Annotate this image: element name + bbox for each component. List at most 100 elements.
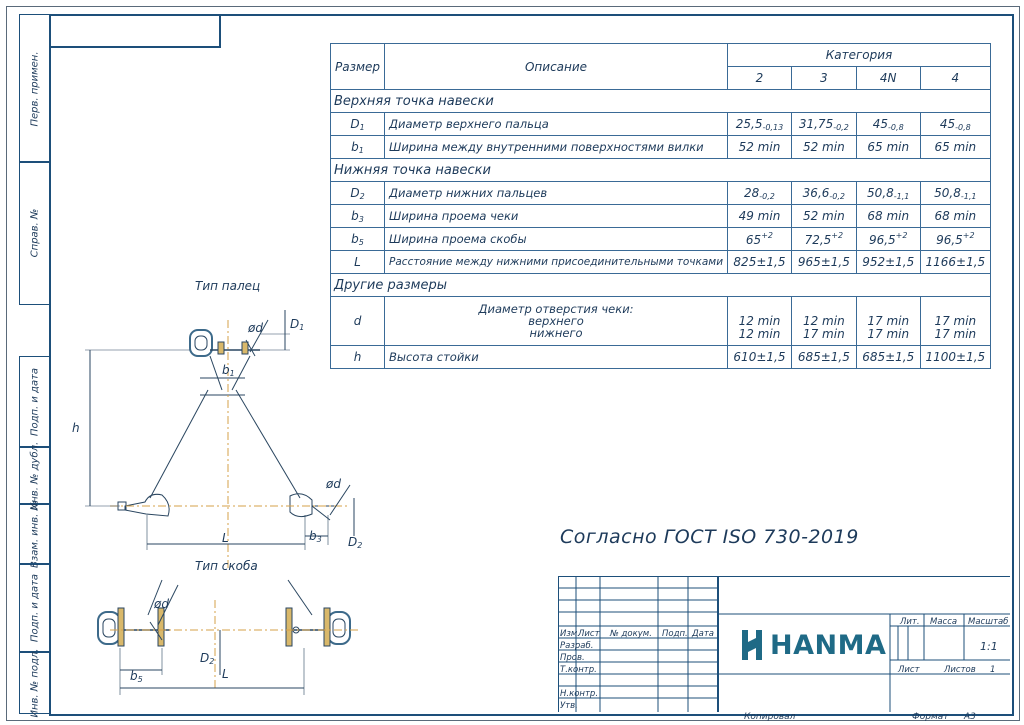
table-row: b1 Ширина между внутренними поверхностям… [329, 135, 992, 159]
stamp-massa: Масса [930, 617, 957, 627]
label-D2-bracket: D2 [200, 651, 214, 666]
cell: 45-0,8 [855, 112, 921, 136]
cat-col: 2 [727, 66, 792, 90]
side-label-perv: Перв. примен. [19, 14, 50, 163]
cell: 25,5-0,13 [727, 112, 792, 136]
cell: 1166±1,5 [919, 250, 992, 274]
cell: 96,5+2 [919, 227, 992, 251]
cell: 52 min [790, 135, 857, 159]
cell: 825±1,5 [727, 250, 792, 274]
title-block: Изм. Лист № докум. Подп. Дата Разраб. Пр… [558, 576, 1010, 712]
spec-table: Размер Описание Категория 2 3 4N 4 Верхн… [329, 43, 992, 369]
row-desc: Расстояние между нижними присоединительн… [384, 250, 729, 274]
label-h: h [72, 421, 80, 435]
cat-col: 3 [790, 66, 857, 90]
label-L-bracket: L [222, 667, 229, 681]
stamp-listov-val: 1 [990, 665, 995, 675]
row-symbol: b5 [329, 227, 386, 251]
bracket-left-lug1 [117, 607, 125, 647]
row-symbol: L [329, 250, 386, 274]
side-label-inv-dubl: Инв. № дубл. [19, 441, 50, 510]
bracket-leg-left [147, 579, 163, 616]
cell: 45-0,8 [919, 112, 992, 136]
bracket-left-clip [149, 621, 163, 641]
format-value: А3 [964, 712, 976, 722]
label-D1: D1 [290, 317, 304, 332]
lower-pin-right [289, 493, 313, 518]
label-L: L [222, 531, 229, 545]
stamp-lit: Лит. [899, 617, 920, 627]
cell: 31,75-0,2 [790, 112, 857, 136]
side-label-inv-podl: Инв. № подл. [19, 648, 50, 717]
hanma-logo-text: HANMA [770, 629, 887, 661]
stamp-prov: Пров. [560, 653, 585, 663]
side-label-sprav: Справ. № [19, 161, 50, 305]
label-type-pin: Тип палец [195, 279, 260, 293]
row-symbol: D2 [329, 181, 386, 205]
cell: 1100±1,5 [919, 345, 992, 369]
lower-pin-left [124, 493, 170, 517]
side-label-vzam: Взам. инв. № [19, 500, 50, 568]
bracket-right-lug1 [285, 607, 293, 647]
table-row: L Расстояние между нижними присоединител… [329, 250, 992, 274]
label-phid-top: ød [247, 321, 263, 335]
table-row: D1 Диаметр верхнего пальца 25,5-0,13 31,… [329, 112, 992, 136]
stamp-ndoc: № докум. [609, 629, 652, 639]
cell: 65 min [919, 135, 992, 159]
top-lug-right [241, 341, 249, 355]
section-other: Другие размеры [330, 273, 991, 297]
leader-phid-right [329, 484, 351, 516]
table-row: D2 Диаметр нижних пальцев 28-0,2 36,6-0,… [329, 181, 992, 205]
stamp-utv: Утв. [560, 701, 578, 711]
label-b3: b3 [309, 529, 322, 544]
stamp-izm: Изм. [560, 629, 580, 639]
cell: 52 min [790, 204, 857, 228]
bracket-leg-right [287, 579, 313, 616]
cell: 68 min [919, 204, 992, 228]
stamp-listov: Листов [943, 665, 976, 675]
side-label-podp2: Подп. и дата [19, 563, 50, 653]
gost-note: Согласно ГОСТ ISO 730-2019 [560, 526, 859, 548]
top-pin-handle [189, 329, 213, 357]
stamp-podp: Подп. [662, 629, 688, 639]
cell: 72,5+2 [790, 227, 857, 251]
right-clip [311, 505, 331, 521]
table-row: d Диаметр отверстия чеки: верхнего нижне… [329, 296, 992, 346]
cell: 965±1,5 [790, 250, 857, 274]
cell: 685±1,5 [855, 345, 921, 369]
leader-phid-bracket [157, 584, 179, 626]
cell: 49 min [727, 204, 792, 228]
bracket-right-lug2 [323, 607, 331, 647]
label-phid-bracket: ød [153, 597, 169, 611]
cell: 50,8-1,1 [919, 181, 992, 205]
row-desc: Ширина между внутренними поверхностями в… [384, 135, 729, 159]
cell: 36,6-0,2 [790, 181, 857, 205]
label-D2: D2 [348, 535, 362, 550]
stamp-scale: 1:1 [980, 640, 998, 653]
hitch-drawing: Тип палец Тип скоба h L L b1 b3 b5 D1 D2… [72, 279, 362, 695]
bracket-right-hole [332, 618, 346, 638]
stamp-nkontr: Н.контр. [560, 689, 598, 699]
hanma-logo: HANMA [740, 628, 886, 662]
side-label-podp1: Подп. и дата [19, 356, 50, 448]
top-lug-left [217, 341, 225, 355]
cat-col: 4 [919, 66, 992, 90]
stamp-data: Дата [691, 629, 714, 639]
bracket-left-hole [102, 618, 116, 638]
row-desc: Высота стойки [384, 345, 729, 369]
stamp-list: Лист [577, 629, 601, 639]
cell: 96,5+2 [855, 227, 921, 251]
frame-right-leg [235, 389, 301, 499]
label-type-bracket: Тип скоба [195, 559, 258, 573]
stamp-list2: Лист [897, 665, 921, 675]
cell: 68 min [855, 204, 921, 228]
frame-top-l [209, 355, 223, 391]
row-desc: Диаметр верхнего пальца [384, 112, 729, 136]
row-symbol: h [329, 345, 386, 369]
frame-left-leg [149, 389, 209, 499]
header-size: Размер [329, 43, 386, 90]
format-label: Формат [912, 712, 949, 722]
top-pin-handle-hole [194, 335, 208, 351]
